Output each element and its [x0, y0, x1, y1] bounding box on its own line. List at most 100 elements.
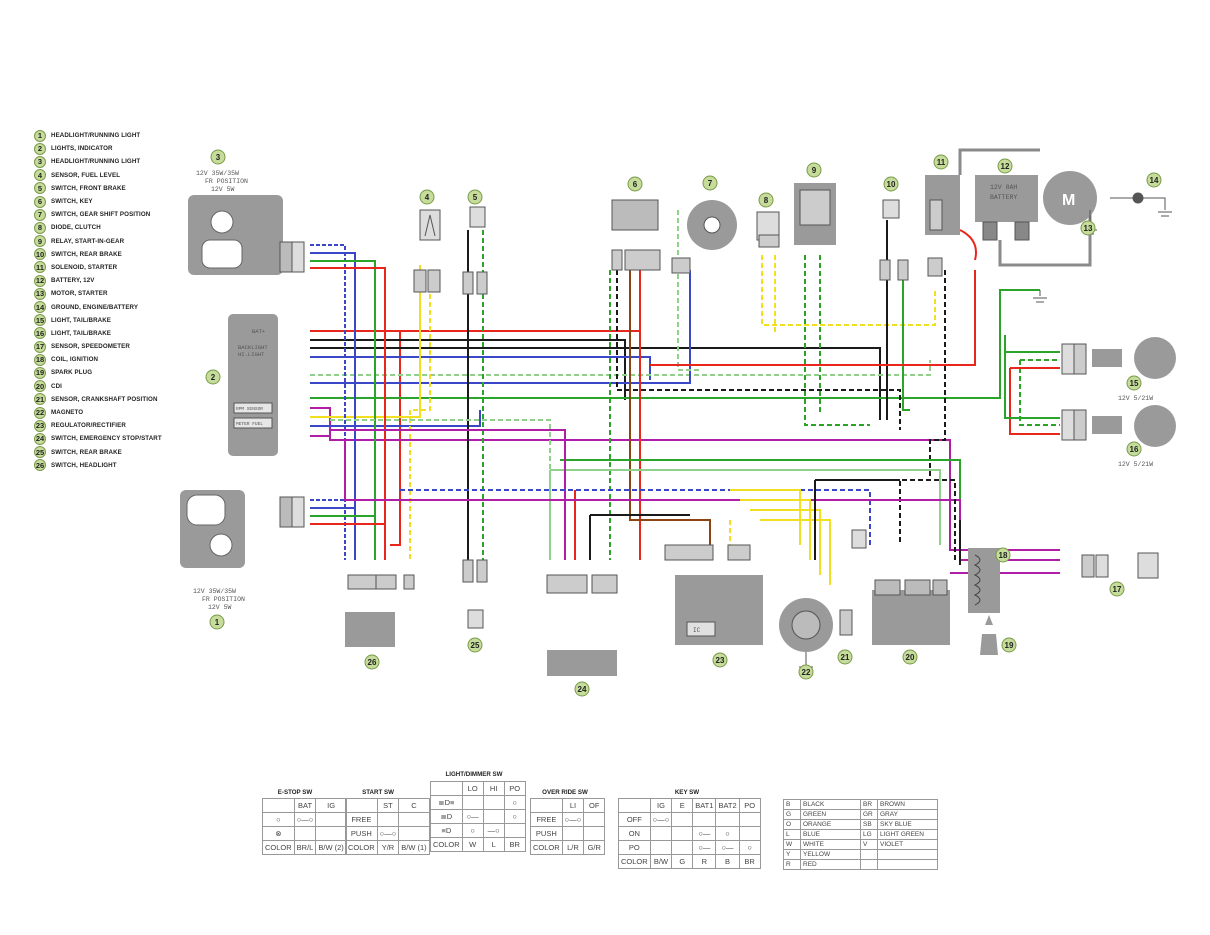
battery-label-2: BATTERY — [990, 194, 1017, 201]
legend-label: SENSOR, SPEEDOMETER — [51, 343, 130, 351]
legend-number: 5 — [34, 182, 46, 195]
table-cell — [482, 795, 505, 810]
starter-solenoid — [925, 175, 960, 277]
legend-label: LIGHT, TAIL/BRAKE — [51, 316, 112, 324]
callout-19: 19 — [1001, 637, 1017, 653]
table-cell: ≣D — [430, 809, 463, 824]
starter-motor — [1043, 171, 1097, 225]
headlight-3 — [188, 195, 305, 275]
table-cell: ○ — [461, 823, 484, 838]
table-cell: ○ — [738, 840, 761, 855]
legend-label: SWITCH, FRONT BRAKE — [51, 184, 126, 192]
table-row: ○○—○ — [262, 812, 347, 827]
callout-23: 23 — [712, 652, 728, 668]
callout-number: 11 — [937, 158, 946, 167]
table-cell — [398, 812, 430, 827]
callout-8: 8 — [758, 192, 774, 208]
wire-tail-gy — [1019, 359, 1060, 426]
wire-lg-r — [310, 360, 931, 376]
legend-number: 14 — [34, 301, 46, 314]
wire-tail-br — [1009, 367, 1060, 435]
wire-blue-l — [310, 356, 651, 380]
legend-item: 7 SWITCH, GEAR SHIFT POSITION — [34, 208, 162, 221]
legend-number: 26 — [34, 459, 46, 472]
callout-12: 12 — [997, 158, 1013, 174]
tail16-spec: 12V 5/21W — [1118, 461, 1153, 468]
table-cell: ○—○ — [293, 812, 317, 827]
callout-10: 10 — [883, 176, 899, 192]
tail15-spec: 12V 5/21W — [1118, 395, 1153, 402]
key-switch — [611, 199, 661, 271]
legend-number: 17 — [34, 340, 46, 353]
callout-22: 22 — [798, 664, 814, 680]
table-cell — [738, 812, 761, 827]
wire-lw — [310, 410, 481, 427]
legend-number: 3 — [34, 155, 46, 168]
legend-label: RELAY, START-IN-GEAR — [51, 237, 125, 245]
table-cell: WHITE — [800, 839, 861, 850]
hl3-spec-2: FR POSITION — [205, 178, 248, 185]
callout-4: 4 — [419, 189, 435, 205]
callout-number: 3 — [216, 153, 221, 162]
table-cell: BROWN — [877, 799, 938, 810]
gear-shift-switch — [671, 200, 737, 274]
callout-26: 26 — [364, 654, 380, 670]
table-cell: B/W — [649, 854, 673, 869]
legend-label: HEADLIGHT/RUNNING LIGHT — [51, 132, 141, 140]
table-cell: PO — [618, 840, 651, 855]
wire-cdi-dashed — [910, 479, 956, 560]
table-cell: PO — [738, 798, 761, 813]
ind-bat-label: BAT+ — [252, 328, 265, 335]
wire-gear-lg — [677, 210, 700, 371]
table-cell — [262, 798, 295, 813]
legend-label: SWITCH, HEADLIGHT — [51, 461, 117, 469]
table-cell — [738, 826, 761, 841]
magneto — [779, 598, 833, 672]
legend-number: 18 — [34, 353, 46, 366]
callout-number: 10 — [887, 180, 896, 189]
ind-hi-label: HI.LIGHT — [238, 351, 265, 358]
table-cell: IG — [315, 798, 347, 813]
legend-number: 23 — [34, 419, 46, 432]
legend-label: SENSOR, CRANKSHAFT POSITION — [51, 395, 158, 403]
legend-label: SWITCH, REAR BRAKE — [51, 448, 122, 456]
table-cell: L — [482, 837, 505, 852]
callout-number: 13 — [1084, 224, 1093, 233]
table-cell: ○ — [715, 826, 740, 841]
legend-label: SWITCH, REAR BRAKE — [51, 250, 122, 258]
table-row: FREE — [345, 812, 430, 827]
callout-number: 4 — [425, 193, 430, 202]
table-cell: O — [783, 819, 801, 830]
callout-number: 19 — [1005, 641, 1014, 650]
table-cell: COLOR — [262, 840, 295, 855]
legend-label: SWITCH, GEAR SHIFT POSITION — [51, 211, 151, 219]
legend-number: 7 — [34, 208, 46, 221]
legend-label: SENSOR, FUEL LEVEL — [51, 171, 121, 179]
table-cell: BAT1 — [692, 798, 717, 813]
table-cell: LIGHT GREEN — [877, 829, 938, 840]
ind-back-label: BACKLIGHT — [238, 344, 268, 351]
table-cell: OFF — [618, 812, 651, 827]
legend-label: BATTERY, 12V — [51, 277, 95, 285]
wire-fuel-y — [409, 270, 431, 560]
battery — [975, 175, 1038, 241]
table-cell: SB — [860, 819, 878, 830]
table-cell: ST — [376, 798, 400, 813]
callout-number: 5 — [473, 193, 478, 202]
callout-14: 14 — [1146, 172, 1162, 188]
wire-rb-g — [902, 270, 910, 411]
legend-label: MOTOR, STARTER — [51, 290, 108, 298]
battery-label-1: 12V 8AH — [990, 184, 1017, 191]
